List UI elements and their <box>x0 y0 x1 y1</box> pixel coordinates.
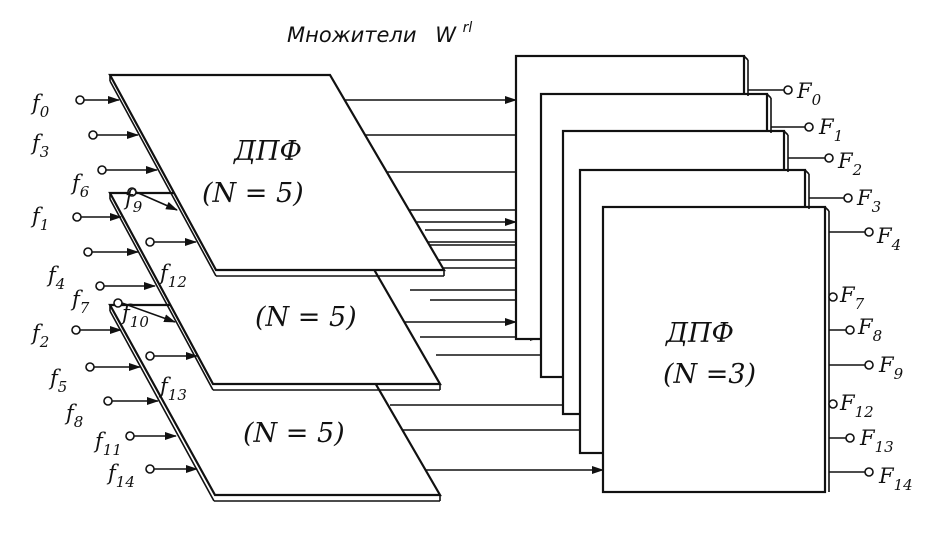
input-label-4: f12 <box>158 261 187 291</box>
output-terminal-5 <box>828 292 838 302</box>
output-label-4: F4 <box>876 224 901 254</box>
input-label-14: f14 <box>106 461 135 491</box>
output-label-7: F9 <box>878 353 904 383</box>
output-label-8: F12 <box>839 391 874 421</box>
output-label-9: F13 <box>859 426 894 456</box>
dft3-box-4 <box>601 205 827 494</box>
output-terminal-9 <box>845 433 855 443</box>
input-label-12: f8 <box>64 401 83 431</box>
output-terminal-0 <box>783 85 793 95</box>
output-label-5: F7 <box>839 283 865 313</box>
dft3-name: ДПФ <box>665 318 734 349</box>
input-terminal-10 <box>71 325 81 335</box>
input-terminal-8 <box>113 298 123 308</box>
input-terminal-11 <box>85 362 95 372</box>
input-label-1: f3 <box>30 131 49 161</box>
input-terminal-1 <box>88 130 98 140</box>
dft5-top-name: ДПФ <box>233 136 302 167</box>
output-label-1: F1 <box>818 115 843 145</box>
output-terminal-4 <box>864 227 874 237</box>
input-terminal-6 <box>83 247 93 257</box>
dft5-mid-param: (N = 5) <box>255 302 357 333</box>
output-label-2: F2 <box>837 149 862 179</box>
dft3-param: (N =3) <box>663 359 756 390</box>
output-terminal-6 <box>845 325 855 335</box>
input-label-13: f11 <box>93 429 122 459</box>
output-terminal-2 <box>824 153 834 163</box>
input-label-8: f10 <box>120 301 149 331</box>
input-label-10: f2 <box>30 321 49 351</box>
input-terminal-4 <box>145 237 155 247</box>
input-terminal-3 <box>127 187 137 197</box>
output-label-6: F8 <box>857 315 882 345</box>
dft5-top-param: (N = 5) <box>202 178 304 209</box>
input-label-6: f4 <box>46 263 65 293</box>
input-terminal-2 <box>97 165 107 175</box>
output-terminal-7 <box>864 360 874 370</box>
input-terminal-14 <box>145 464 155 474</box>
input-label-5: f1 <box>30 204 49 234</box>
title-label: Множители W rl <box>287 20 472 47</box>
input-label-3: f9 <box>123 186 143 216</box>
output-terminal-8 <box>828 399 838 409</box>
output-label-0: F0 <box>796 79 822 109</box>
input-arrow-8 <box>121 302 176 323</box>
input-terminal-0 <box>75 95 85 105</box>
input-terminal-9 <box>145 351 155 361</box>
output-terminal-10 <box>864 467 874 477</box>
output-terminal-1 <box>804 122 814 132</box>
input-terminal-13 <box>125 431 135 441</box>
input-label-0: f0 <box>30 91 50 121</box>
dft3-stack <box>514 54 827 494</box>
output-terminal-3 <box>843 193 853 203</box>
dft5-bot-param: (N = 5) <box>243 418 345 449</box>
output-label-10: F14 <box>878 464 913 494</box>
input-label-9: f13 <box>158 374 187 404</box>
input-label-11: f5 <box>48 366 67 396</box>
input-arrow-3 <box>135 191 178 211</box>
input-terminal-7 <box>95 281 105 291</box>
output-label-3: F3 <box>856 186 881 216</box>
input-label-7: f7 <box>70 287 90 317</box>
input-terminal-5 <box>72 212 82 222</box>
input-label-2: f6 <box>70 171 90 201</box>
input-terminal-12 <box>103 396 113 406</box>
